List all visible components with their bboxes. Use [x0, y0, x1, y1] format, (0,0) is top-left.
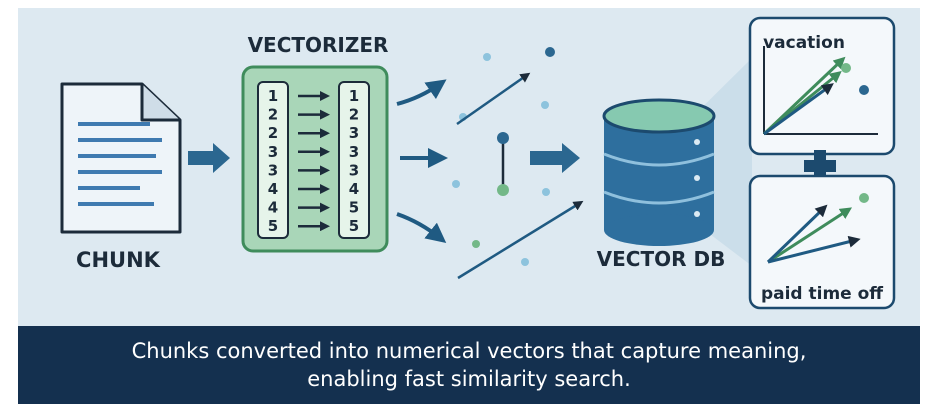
- vector-input-value: 2: [268, 124, 278, 142]
- vector-input-value: 4: [268, 180, 278, 198]
- vector-input-value: 4: [268, 199, 278, 217]
- vector-output-value: 5: [349, 217, 359, 235]
- vector-db-label: VECTOR DB: [597, 247, 726, 271]
- vector-output-value: 1: [349, 87, 359, 105]
- vectorizer-title: VECTORIZER: [248, 33, 389, 57]
- vector-dot: [497, 184, 509, 196]
- vector-dot: [545, 47, 555, 57]
- vector-input-value: 3: [268, 161, 278, 179]
- vector-dot: [541, 101, 549, 109]
- example-label-vacation: vacation: [763, 33, 845, 53]
- vector-output-value: 2: [349, 106, 359, 124]
- arrow-chunk-to-vectorizer: [188, 143, 230, 173]
- vector-dot: [521, 258, 529, 266]
- vector-dot: [472, 240, 480, 248]
- chunk-label: CHUNK: [76, 248, 161, 272]
- vector-input-value: 3: [268, 143, 278, 161]
- vector-output-value: 3: [349, 161, 359, 179]
- caption-line-2: enabling fast similarity search.: [307, 367, 631, 391]
- caption-line-1: Chunks converted into numerical vectors …: [131, 339, 807, 363]
- example-label-paid-time-off: paid time off: [761, 284, 883, 304]
- database-icon: [602, 98, 716, 246]
- caption-banner: Chunks converted into numerical vectors …: [18, 326, 920, 404]
- vector-output-value: 3: [349, 124, 359, 142]
- vector-field: [452, 47, 584, 280]
- vectorizer-output-column: [338, 81, 370, 239]
- vectorizer-input-column: [257, 81, 289, 239]
- plus-connector: [804, 150, 836, 182]
- vector-input-value: 1: [268, 87, 278, 105]
- vectorizer-output-arrows: [396, 79, 448, 243]
- vector-dot: [497, 132, 509, 144]
- vector-input-value: 5: [268, 217, 278, 235]
- vector-dot: [542, 188, 550, 196]
- vector-dot: [483, 53, 491, 61]
- vector-dot: [452, 180, 460, 188]
- arrow-vectors-to-db: [530, 143, 580, 173]
- vector-output-value: 5: [349, 199, 359, 217]
- vector-input-value: 2: [268, 106, 278, 124]
- example-panel-paid-time-off: [748, 174, 896, 310]
- vector-output-value: 4: [349, 180, 359, 198]
- vector-output-value: 3: [349, 143, 359, 161]
- document-icon: [60, 82, 182, 234]
